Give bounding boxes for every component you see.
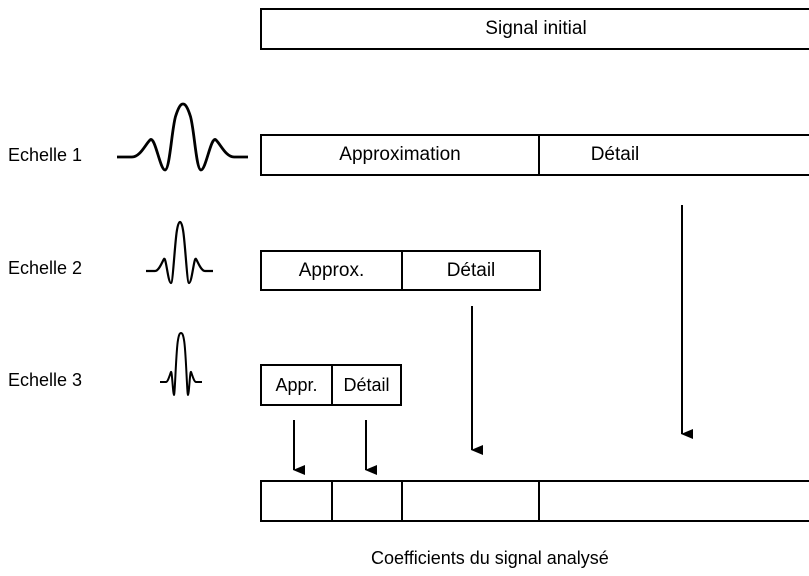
scale-2-divider xyxy=(401,252,403,289)
scale-1-detail: Détail xyxy=(590,144,640,165)
signal-initial-label: Signal initial xyxy=(485,18,587,39)
scale-1-approximation: Approximation xyxy=(339,144,461,165)
scale-2-detail: Détail xyxy=(446,259,496,281)
scale-3-approximation: Appr. xyxy=(275,374,318,395)
scale-3-detail: Détail xyxy=(343,374,390,395)
coefficients-divider-2 xyxy=(401,482,403,520)
scale-3-decomposition: Appr. Détail xyxy=(260,364,402,406)
scale-1-decomposition: Approximation Détail xyxy=(260,134,809,176)
coefficients-divider-3 xyxy=(538,482,540,520)
scale-2-approximation: Approx. xyxy=(298,259,365,281)
coefficients-bar xyxy=(260,480,809,522)
wavelet-icon xyxy=(160,331,202,397)
scale-2-decomposition: Approx. Détail xyxy=(260,250,541,291)
wavelet-icon xyxy=(146,220,213,285)
scale-1-label: Echelle 1 xyxy=(8,145,83,165)
scale-1-divider xyxy=(538,136,540,174)
signal-initial-box: Signal initial xyxy=(260,8,809,50)
wavelet-icon xyxy=(117,102,248,172)
scale-3-label: Echelle 3 xyxy=(8,370,83,390)
coefficients-caption: Coefficients du signal analysé xyxy=(371,548,609,568)
scale-3-divider xyxy=(331,366,333,404)
coefficients-divider-1 xyxy=(331,482,333,520)
scale-2-label: Echelle 2 xyxy=(8,258,83,278)
